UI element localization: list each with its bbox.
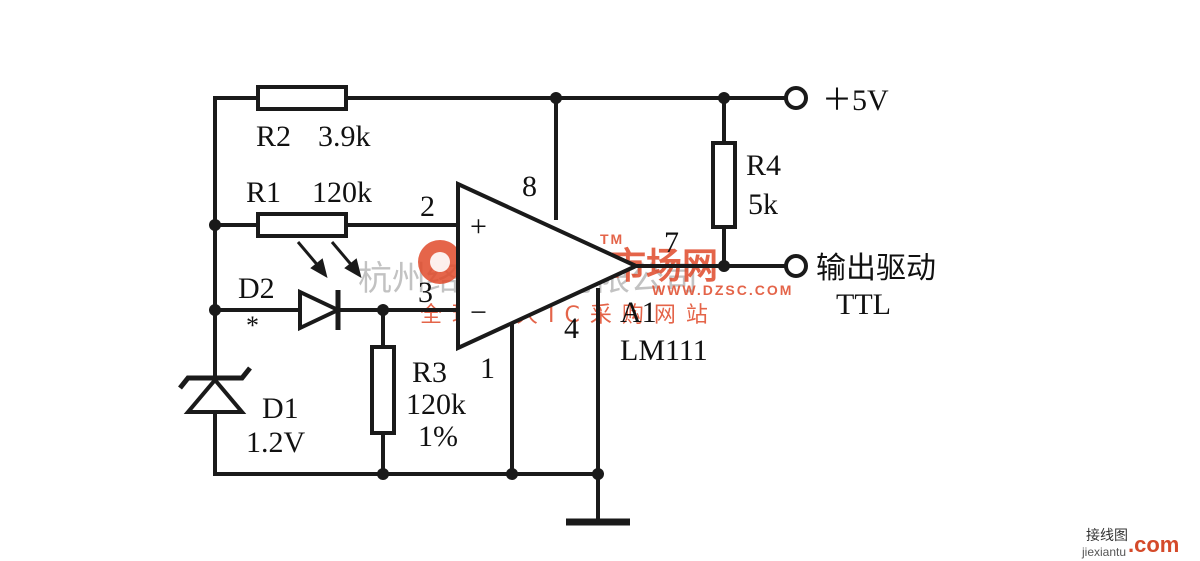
- zener-diode-d1-icon: [178, 366, 252, 414]
- corner-cn-text: 接线图: [1086, 527, 1128, 544]
- pin-7-label: 7: [664, 226, 679, 259]
- junction-dot: [506, 468, 518, 480]
- r2-value-label: 3.9k: [318, 120, 371, 153]
- supply-label: ＋5V: [822, 84, 889, 117]
- r3-tolerance-label: 1%: [418, 420, 458, 453]
- junction-dot: [377, 304, 389, 316]
- junction-dot: [718, 260, 730, 272]
- output-label: 输出驱动: [816, 252, 936, 285]
- r2-ref-label: R2: [256, 120, 291, 153]
- plus-sign: +: [470, 210, 487, 243]
- d2-ref-label: D2: [238, 272, 275, 305]
- pin-3-label: 3: [418, 276, 433, 309]
- minus-sign: −: [470, 296, 487, 329]
- r3-ref-label: R3: [412, 356, 447, 389]
- r4-value-label: 5k: [748, 188, 778, 221]
- junction-dot: [592, 468, 604, 480]
- pin-2-label: 2: [420, 190, 435, 223]
- watermark-tm-text: TM: [600, 231, 624, 247]
- comparator-a1-icon: [456, 180, 641, 352]
- resistor-r1-icon: [256, 212, 348, 238]
- output-terminal-icon: [784, 254, 808, 278]
- resistor-r3-icon: [370, 345, 396, 435]
- resistor-r4-icon: [711, 141, 737, 229]
- dzsc-logo-icon: [418, 240, 462, 284]
- junction-dot: [209, 219, 221, 231]
- r3-value-label: 120k: [406, 388, 466, 421]
- photodiode-d2-icon: [296, 241, 362, 332]
- corner-site-mark: 接线图 jiexiantu .com: [1081, 527, 1179, 559]
- pin-8-label: 8: [522, 170, 537, 203]
- output-ttl-label: TTL: [836, 288, 891, 321]
- a1-part-label: LM111: [620, 334, 708, 367]
- pin-1-label: 1: [480, 352, 495, 385]
- r1-value-label: 120k: [312, 176, 372, 209]
- supply-terminal-icon: [784, 86, 808, 110]
- d1-ref-label: D1: [262, 392, 299, 425]
- d2-mark-label: *: [246, 311, 259, 340]
- junction-dot: [550, 92, 562, 104]
- junction-dot: [718, 92, 730, 104]
- pin-4-label: 4: [564, 312, 579, 345]
- junctions: [209, 92, 730, 480]
- a1-ref-label: A1: [620, 296, 657, 329]
- corner-pinyin-text: jiexiantu: [1081, 545, 1126, 559]
- corner-suffix-text: .com: [1128, 532, 1179, 557]
- r1-ref-label: R1: [246, 176, 281, 209]
- wires: [213, 96, 789, 522]
- junction-dot: [209, 304, 221, 316]
- resistor-r2-icon: [256, 85, 348, 111]
- junction-dot: [377, 468, 389, 480]
- r4-ref-label: R4: [746, 149, 781, 182]
- watermark-url-text: WWW.DZSC.COM: [652, 282, 793, 298]
- d1-value-label: 1.2V: [246, 426, 306, 459]
